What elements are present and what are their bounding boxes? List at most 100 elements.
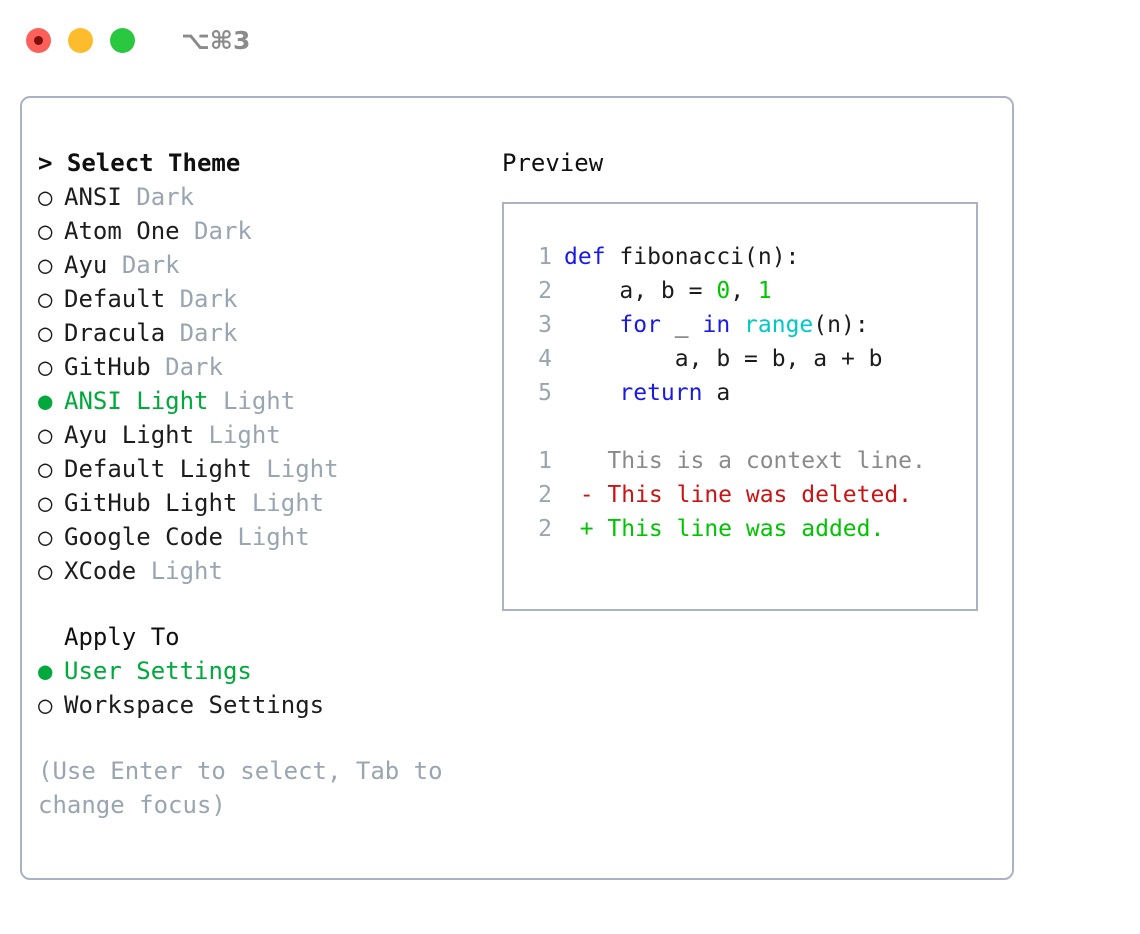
preview-heading: Preview [502,149,604,177]
code-token-kw: def [564,244,606,270]
code-line: 2 a, b = 0, 1 [522,274,976,308]
code-token-txt: fibonacci(n): [605,244,800,270]
apply-to-option-label: User Settings [64,657,252,685]
theme-option[interactable]: ○Default Light Light [38,452,488,486]
diff-sample: 1 This is a context line.2 - This line w… [522,444,976,546]
theme-option[interactable]: ○ Default Dark [38,282,488,316]
theme-option[interactable]: ○ Atom One Dark [38,214,488,248]
theme-option-label: GitHub Light [64,489,238,517]
code-line: 1 def fibonacci(n): [522,240,976,274]
gutter-spacer [552,376,564,410]
spacer [165,285,179,313]
theme-option[interactable]: ○Dracula Dark [38,316,488,350]
line-number: 1 [538,244,552,270]
theme-selection-pane: > Select Theme ○ANSI Dark○Atom One Dark○… [38,146,488,822]
radio-unselected-icon: ○ [38,353,53,381]
diff-line-text: This is a context line. [552,448,926,474]
code-token-txt: a [702,380,731,406]
diff-line: 1 This is a context line. [522,444,976,478]
gutter-spacer [552,308,564,342]
spacer [194,421,208,449]
code-token-txt [564,312,619,338]
theme-option-tag: Light [237,523,310,551]
page-title-text: Select Theme [66,149,241,177]
apply-to-list: ● User Settings ○Workspace Settings [38,654,488,722]
diff-line: 2 - This line was deleted. [522,478,976,512]
preview-pane: Preview 1 def fibonacci(n):2 a, b = 0, 1… [502,146,992,611]
page-title: > Select Theme [38,146,488,180]
theme-option-tag: Dark [121,251,180,279]
diff-line-text: + This line was added. [552,516,885,542]
line-number: 2 [538,278,552,304]
apply-to-heading: Apply To [64,623,180,651]
theme-list: ○ANSI Dark○Atom One Dark○Ayu Dark○Defaul… [38,180,488,588]
theme-option[interactable]: ○Ayu Light Light [38,418,488,452]
theme-option[interactable]: ● ANSI Light Light [38,384,488,418]
prompt-caret-icon: > [38,149,53,177]
spacer [122,183,136,211]
theme-option[interactable]: ○GitHub Dark [38,350,488,384]
code-token-txt: a, b = b, a + b [564,346,883,372]
spacer [252,455,266,483]
radio-unselected-icon: ○ [38,183,53,211]
theme-option-label: Google Code [64,523,223,551]
code-token-num: 1 [757,278,772,304]
radio-unselected-icon: ○ [38,251,53,279]
radio-selected-icon: ● [38,387,53,415]
theme-option[interactable]: ○GitHub Light Light [38,486,488,520]
theme-option[interactable]: ○ANSI Dark [38,180,488,214]
code-token-txt [730,312,744,338]
theme-option-tag: Light [222,387,296,415]
theme-option-tag: Light [266,455,339,483]
spacer [180,217,194,245]
theme-option-tag: Dark [194,217,252,245]
apply-to-option[interactable]: ○Workspace Settings [38,688,488,722]
apply-to-option-label: Workspace Settings [64,691,325,719]
spacer [136,557,150,585]
radio-unselected-icon: ○ [38,217,53,245]
theme-option-label: Atom One [64,217,180,245]
code-token-kw: return [619,380,703,406]
gutter-spacer [552,274,564,308]
close-button[interactable] [26,27,51,53]
theme-option[interactable]: ○Google Code Light [38,520,488,554]
spacer [237,489,251,517]
code-line: 5 return a [522,376,976,410]
minimize-button[interactable] [68,27,93,53]
line-number: 4 [538,346,552,372]
theme-option[interactable]: ○XCode Light [38,554,488,588]
radio-unselected-icon: ○ [38,319,53,347]
keyboard-hint: (Use Enter to select, Tab to change focu… [38,757,443,819]
radio-unselected-icon: ○ [38,285,53,313]
spacer [165,319,179,347]
code-line: 4 a, b = b, a + b [522,342,976,376]
theme-option-tag: Dark [179,285,238,313]
keyboard-shortcut-label: ⌥⌘3 [181,25,251,55]
code-token-txt: , [730,278,758,304]
line-number: 1 [538,448,552,474]
radio-selected-icon: ● [38,657,53,685]
theme-option-tag: Dark [179,319,238,347]
maximize-button[interactable] [110,27,135,53]
theme-option-label: Default [64,285,166,313]
code-token-fn: range [744,312,814,338]
radio-unselected-icon: ○ [38,455,53,483]
radio-unselected-icon: ○ [38,421,53,449]
line-number: 3 [538,312,552,338]
line-number: 2 [538,516,552,542]
theme-option-label: ANSI Light [64,387,209,415]
radio-unselected-icon: ○ [38,489,53,517]
radio-unselected-icon: ○ [38,557,53,585]
window-controls [26,27,135,53]
gutter-spacer [552,342,564,376]
gutter-spacer [552,240,564,274]
apply-to-option[interactable]: ● User Settings [38,654,488,688]
theme-option-label: GitHub [64,353,151,381]
theme-picker-card: > Select Theme ○ANSI Dark○Atom One Dark○… [20,96,1014,880]
theme-option-tag: Dark [136,183,195,211]
line-number: 2 [538,482,552,508]
line-number: 5 [538,380,552,406]
theme-option[interactable]: ○Ayu Dark [38,248,488,282]
